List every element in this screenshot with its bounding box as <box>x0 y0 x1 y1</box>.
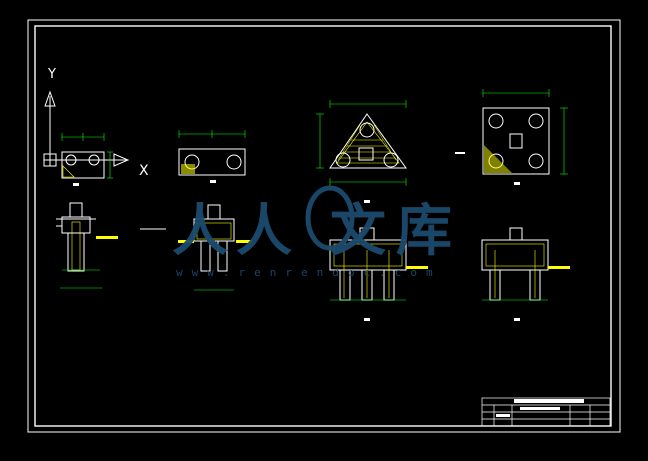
pile-cap-section-4 <box>481 227 570 321</box>
watermark-swirl <box>305 185 355 251</box>
pile-cap-plan-4pile <box>455 89 568 185</box>
inner-frame <box>34 25 612 427</box>
pile-cap-section-2 <box>140 204 252 291</box>
watermark-url: www.renrendoc.com <box>176 266 442 279</box>
title-block <box>481 397 611 427</box>
pile-cap-section-1 <box>56 202 118 289</box>
y-axis-label: Y <box>47 67 56 82</box>
watermark-char-1: 人 <box>172 198 228 264</box>
x-axis-label: X <box>139 163 149 179</box>
pile-cap-plan-2pile <box>178 130 246 183</box>
watermark: 人 人 文 库 www.renrendoc.com <box>172 185 452 279</box>
pile-cap-plan-3pile <box>316 100 407 203</box>
outer-frame <box>27 19 621 433</box>
pile-cap-plan-2pile-small <box>61 133 113 186</box>
watermark-char-2: 人 <box>236 198 292 264</box>
pile-cap-section-3 <box>329 227 428 321</box>
watermark-char-4: 库 <box>396 198 452 264</box>
watermark-char-3: 文 <box>330 198 386 264</box>
ucs-axis-icon: Y X <box>43 67 149 179</box>
